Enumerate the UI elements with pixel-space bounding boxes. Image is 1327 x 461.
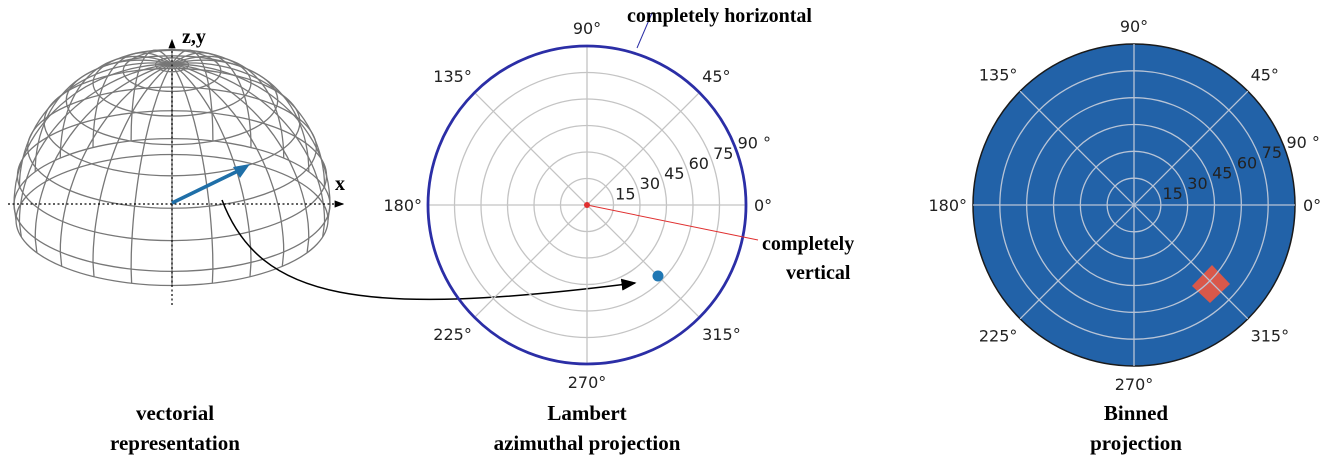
angle-label: 45° [1251, 65, 1279, 84]
radial-label: 30 [640, 174, 660, 193]
hemisphere-skirt-line [306, 238, 310, 253]
axis-label-x: x [335, 173, 345, 195]
hemisphere-skirt-line [327, 204, 331, 221]
angle-label: 225° [433, 325, 472, 344]
hemisphere-skirt-line [34, 238, 38, 253]
hemisphere-meridian-line [130, 49, 173, 141]
hemisphere-caption-line2: representation [110, 431, 240, 455]
hemisphere-meridian-line [171, 62, 326, 188]
hemisphere-meridian-line [171, 55, 285, 159]
projection-connector-arrow [221, 199, 637, 301]
binned-highlight-cell [1192, 265, 1230, 303]
hemisphere-meridian-line [92, 63, 173, 263]
angle-label: 90° [573, 19, 601, 38]
angle-label: 225° [979, 327, 1018, 346]
binned-angle-labels: 0° 45° 90° 135° 180° 225° 270° 315° [928, 17, 1321, 394]
annotation-vertical: vertical [786, 262, 851, 284]
hemisphere-skirt-line [18, 222, 22, 238]
horizontal-annotation-leader [636, 12, 653, 49]
hemisphere-meridian-line [171, 59, 310, 172]
hemisphere-meridian-line [171, 63, 326, 223]
binned-caption-line1: Binned [1103, 401, 1169, 425]
hemisphere-skirt-line [130, 269, 133, 284]
hemisphere-caption-line1: vectorial [135, 401, 215, 425]
hemisphere-skirt-line [13, 204, 17, 221]
hemisphere-panel: z,y x [8, 26, 637, 305]
center-point [584, 202, 590, 208]
hemisphere-meridian-line [13, 63, 173, 206]
hemisphere-meridian-line [18, 63, 173, 223]
hemisphere-wireframe [13, 49, 331, 287]
angle-label: 45° [702, 67, 730, 86]
hemisphere-caption: vectorial representation [25, 398, 325, 458]
hemisphere-meridian-line [130, 63, 173, 270]
angle-label: 315° [702, 325, 741, 344]
hemisphere-meridian-line [59, 55, 173, 159]
hemisphere-skirt-line [281, 251, 285, 267]
hemisphere-meridian-line [171, 63, 252, 263]
vector-arrow-head [233, 164, 250, 178]
radial-label: 45 [664, 164, 684, 183]
radial-label: 90 ° [1286, 133, 1319, 152]
angle-label: 135° [433, 67, 472, 86]
angle-label: 270° [568, 373, 607, 392]
binned-caption-line2: projection [1090, 431, 1182, 455]
angle-label: 0° [1303, 196, 1321, 215]
hemisphere-skirt-line [92, 262, 95, 277]
hemisphere-skirt-line [59, 251, 63, 267]
lambert-caption-line2: azimuthal projection [493, 431, 681, 455]
lambert-angle-labels: 0° 45° 90° 135° 180° 225° 270° 315° [383, 19, 772, 392]
radial-label: 75 [713, 144, 733, 163]
angle-label: 135° [979, 65, 1018, 84]
binned-panel: 0° 45° 90° 135° 180° 225° 270° 315° 15 30 45 60 759… [928, 17, 1321, 394]
angle-label: 180° [928, 196, 967, 215]
annotation-completely-horizontal: completely horizontal [627, 5, 812, 27]
lambert-caption: Lambert azimuthal projection [437, 398, 737, 458]
hemisphere-skirt-line [249, 262, 252, 277]
hemisphere-meridian-line [171, 63, 331, 206]
lambert-caption-line1: Lambert [547, 401, 627, 425]
annotation-completely: completely [762, 233, 854, 255]
radial-label: 15 [1162, 184, 1182, 203]
hemisphere-skirt-line [211, 269, 214, 284]
radial-label: 75 [1262, 143, 1282, 162]
radial-label: 90 ° [738, 134, 771, 153]
radial-label: 45 [1212, 164, 1232, 183]
hemisphere-meridian-line [171, 52, 252, 148]
hemisphere-meridian-line [171, 63, 214, 270]
polar-spoke [1019, 90, 1249, 320]
vector-arrow-shaft [171, 168, 241, 205]
radial-label: 60 [1237, 153, 1257, 172]
vertical-annotation-leader [586, 204, 759, 241]
projected-vector-point [652, 270, 664, 282]
angle-label: 180° [383, 196, 422, 215]
angle-label: 0° [754, 196, 772, 215]
angle-label: 315° [1251, 327, 1290, 346]
binned-caption: Binned projection [986, 398, 1286, 458]
hemisphere-meridian-line [34, 59, 173, 172]
radial-label: 30 [1187, 174, 1207, 193]
angle-label: 90° [1120, 17, 1148, 36]
radial-label: 60 [689, 154, 709, 173]
polar-outer-ring [426, 44, 748, 366]
hemisphere-skirt-line [322, 222, 326, 238]
angle-label: 270° [1115, 375, 1154, 394]
axis-label-zy: z,y [182, 26, 206, 48]
binned-polar-grid [973, 44, 1295, 366]
radial-label: 15 [615, 184, 635, 203]
hemisphere-meridian-line [92, 52, 173, 148]
